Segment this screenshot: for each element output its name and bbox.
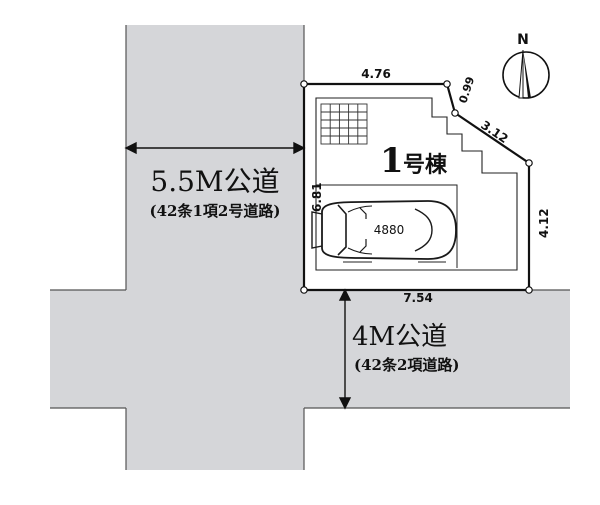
dimension-bottom: 7.54 [403,291,433,305]
dimension-left: 6.81 [310,182,324,212]
secondary-road-classification: (42条2項道路) [354,356,460,374]
north-compass: N [502,32,550,99]
building-number: 1 [380,141,404,181]
road-edges [50,25,570,470]
building-label: 号棟 [403,152,448,178]
main-road-label: 5.5M公道 [150,165,279,198]
secondary-road-label: 4M公道 [352,322,447,352]
compass-needle-icon [523,50,531,98]
entrance-grid [320,103,368,145]
parking-label: 4880 [374,223,405,237]
compass-north-label: N [517,32,529,48]
dimension-corner-short: 0.99 [456,75,477,105]
dimension-top: 4.76 [361,67,391,81]
road-area [50,25,570,470]
car-icon: 4880 [311,200,457,260]
boundary-points [300,80,533,294]
parking-space [316,184,458,268]
secondary-road-width-arrow [338,288,352,410]
dimension-right: 4.12 [537,208,551,238]
main-road-classification: (42条1項2号道路) [150,202,281,220]
main-road-width-arrow [124,141,306,155]
building-outline [315,97,518,271]
